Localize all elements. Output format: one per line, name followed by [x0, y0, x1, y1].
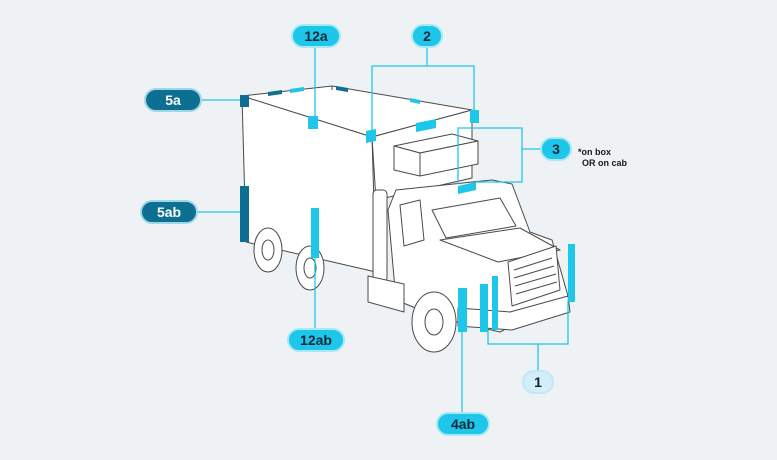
- label-2: 2: [411, 24, 443, 48]
- exhaust-stack: [372, 189, 388, 283]
- label-3: 3: [540, 137, 572, 161]
- marking-top-right: [410, 98, 420, 104]
- cab-windshield: [431, 197, 517, 239]
- marking-5ab: [240, 186, 249, 242]
- marking-12ab: [311, 208, 319, 258]
- marking-5a-corner: [240, 95, 249, 107]
- rear-wheel-2-hub: [303, 257, 317, 279]
- label-4ab: 4ab: [436, 412, 490, 436]
- placement-note-line-2: OR on cab: [582, 158, 628, 168]
- marking-front-a: [492, 276, 498, 330]
- marking-2-mid: [416, 119, 436, 132]
- rear-wheel-1-hub: [261, 239, 275, 261]
- grille: [507, 245, 561, 307]
- marking-12a: [308, 116, 318, 129]
- marking-2-right: [470, 110, 479, 123]
- marking-top-edge-3: [336, 86, 348, 92]
- label-1: 1: [522, 370, 554, 394]
- label-12ab: 12ab: [287, 328, 345, 352]
- marking-top-edge-1: [268, 90, 282, 96]
- cab-door-window: [399, 199, 425, 247]
- front-wheel-hub: [424, 308, 444, 336]
- marking-4ab-left: [458, 288, 467, 332]
- label-5ab: 5ab: [140, 200, 198, 224]
- leader-lines: [196, 48, 569, 412]
- marking-top-edge-2: [290, 87, 304, 93]
- label-5a: 5a: [144, 88, 202, 112]
- marking-2-left: [366, 129, 376, 143]
- hood: [439, 227, 561, 263]
- roof-unit-side: [419, 140, 479, 177]
- marking-4ab-right: [480, 284, 488, 332]
- marking-3: [458, 182, 476, 194]
- step-box: [367, 275, 405, 313]
- placement-note-line-1: *on box: [578, 147, 611, 157]
- marking-front-b: [568, 244, 575, 302]
- placement-note: *on box OR on cab: [578, 147, 627, 169]
- reflective-markings: [240, 86, 575, 332]
- label-12a: 12a: [291, 24, 341, 48]
